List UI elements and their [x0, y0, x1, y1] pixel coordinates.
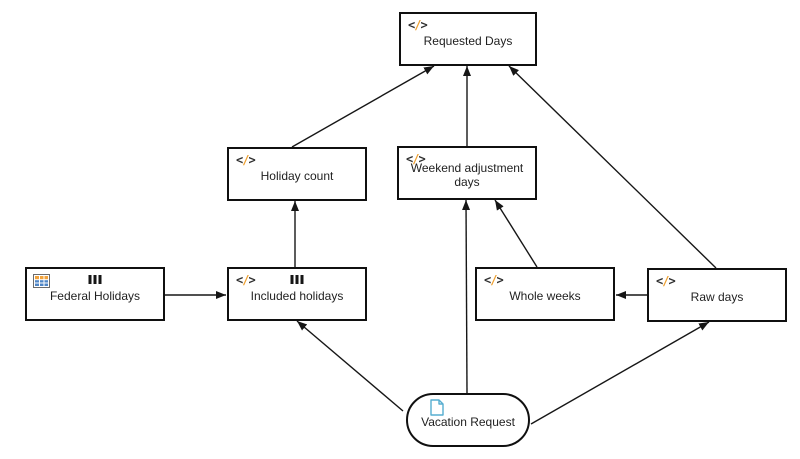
node-holiday-count[interactable]: </> Holiday count [227, 147, 367, 201]
node-label: Included holidays [250, 288, 344, 303]
node-whole-weeks[interactable]: </> Whole weeks [475, 267, 615, 321]
code-icon: </> [236, 273, 256, 287]
node-label: Weekend adjustment days [410, 161, 524, 189]
node-label: Raw days [690, 289, 744, 304]
node-label: Vacation Request [421, 414, 515, 429]
node-label: Requested Days [423, 33, 513, 48]
node-label: Holiday count [260, 168, 334, 183]
edge-vacation-request-to-weekend-adjustment-days[interactable] [462, 199, 471, 394]
code-icon: </> [484, 273, 504, 287]
node-vacation-request[interactable]: Vacation Request [406, 393, 530, 447]
edge-vacation-request-to-raw-days[interactable] [530, 321, 710, 425]
node-label: Whole weeks [509, 288, 581, 303]
edge-whole-weeks-to-weekend-adjustment-days[interactable] [494, 199, 538, 268]
edge-holiday-count-to-requested-days[interactable] [291, 65, 435, 148]
document-icon [430, 399, 444, 416]
node-label: Federal Holidays [49, 288, 141, 303]
collection-marker-icon [88, 275, 102, 284]
node-included-holidays[interactable]: </> Included holidays [227, 267, 367, 321]
edge-vacation-request-to-included-holidays[interactable] [296, 320, 404, 412]
code-icon: </> [406, 152, 426, 166]
node-requested-days[interactable]: </> Requested Days [399, 12, 537, 66]
collection-marker-icon [290, 275, 304, 284]
node-raw-days[interactable]: </> Raw days [647, 268, 787, 322]
edge-raw-days-to-requested-days[interactable] [508, 65, 717, 269]
node-weekend-adjustment-days[interactable]: </> Weekend adjustment days [397, 146, 537, 200]
code-icon: </> [656, 274, 676, 288]
code-icon: </> [236, 153, 256, 167]
code-icon: </> [408, 18, 428, 32]
node-federal-holidays[interactable]: Federal Holidays [25, 267, 165, 321]
decision-table-icon [33, 274, 50, 288]
